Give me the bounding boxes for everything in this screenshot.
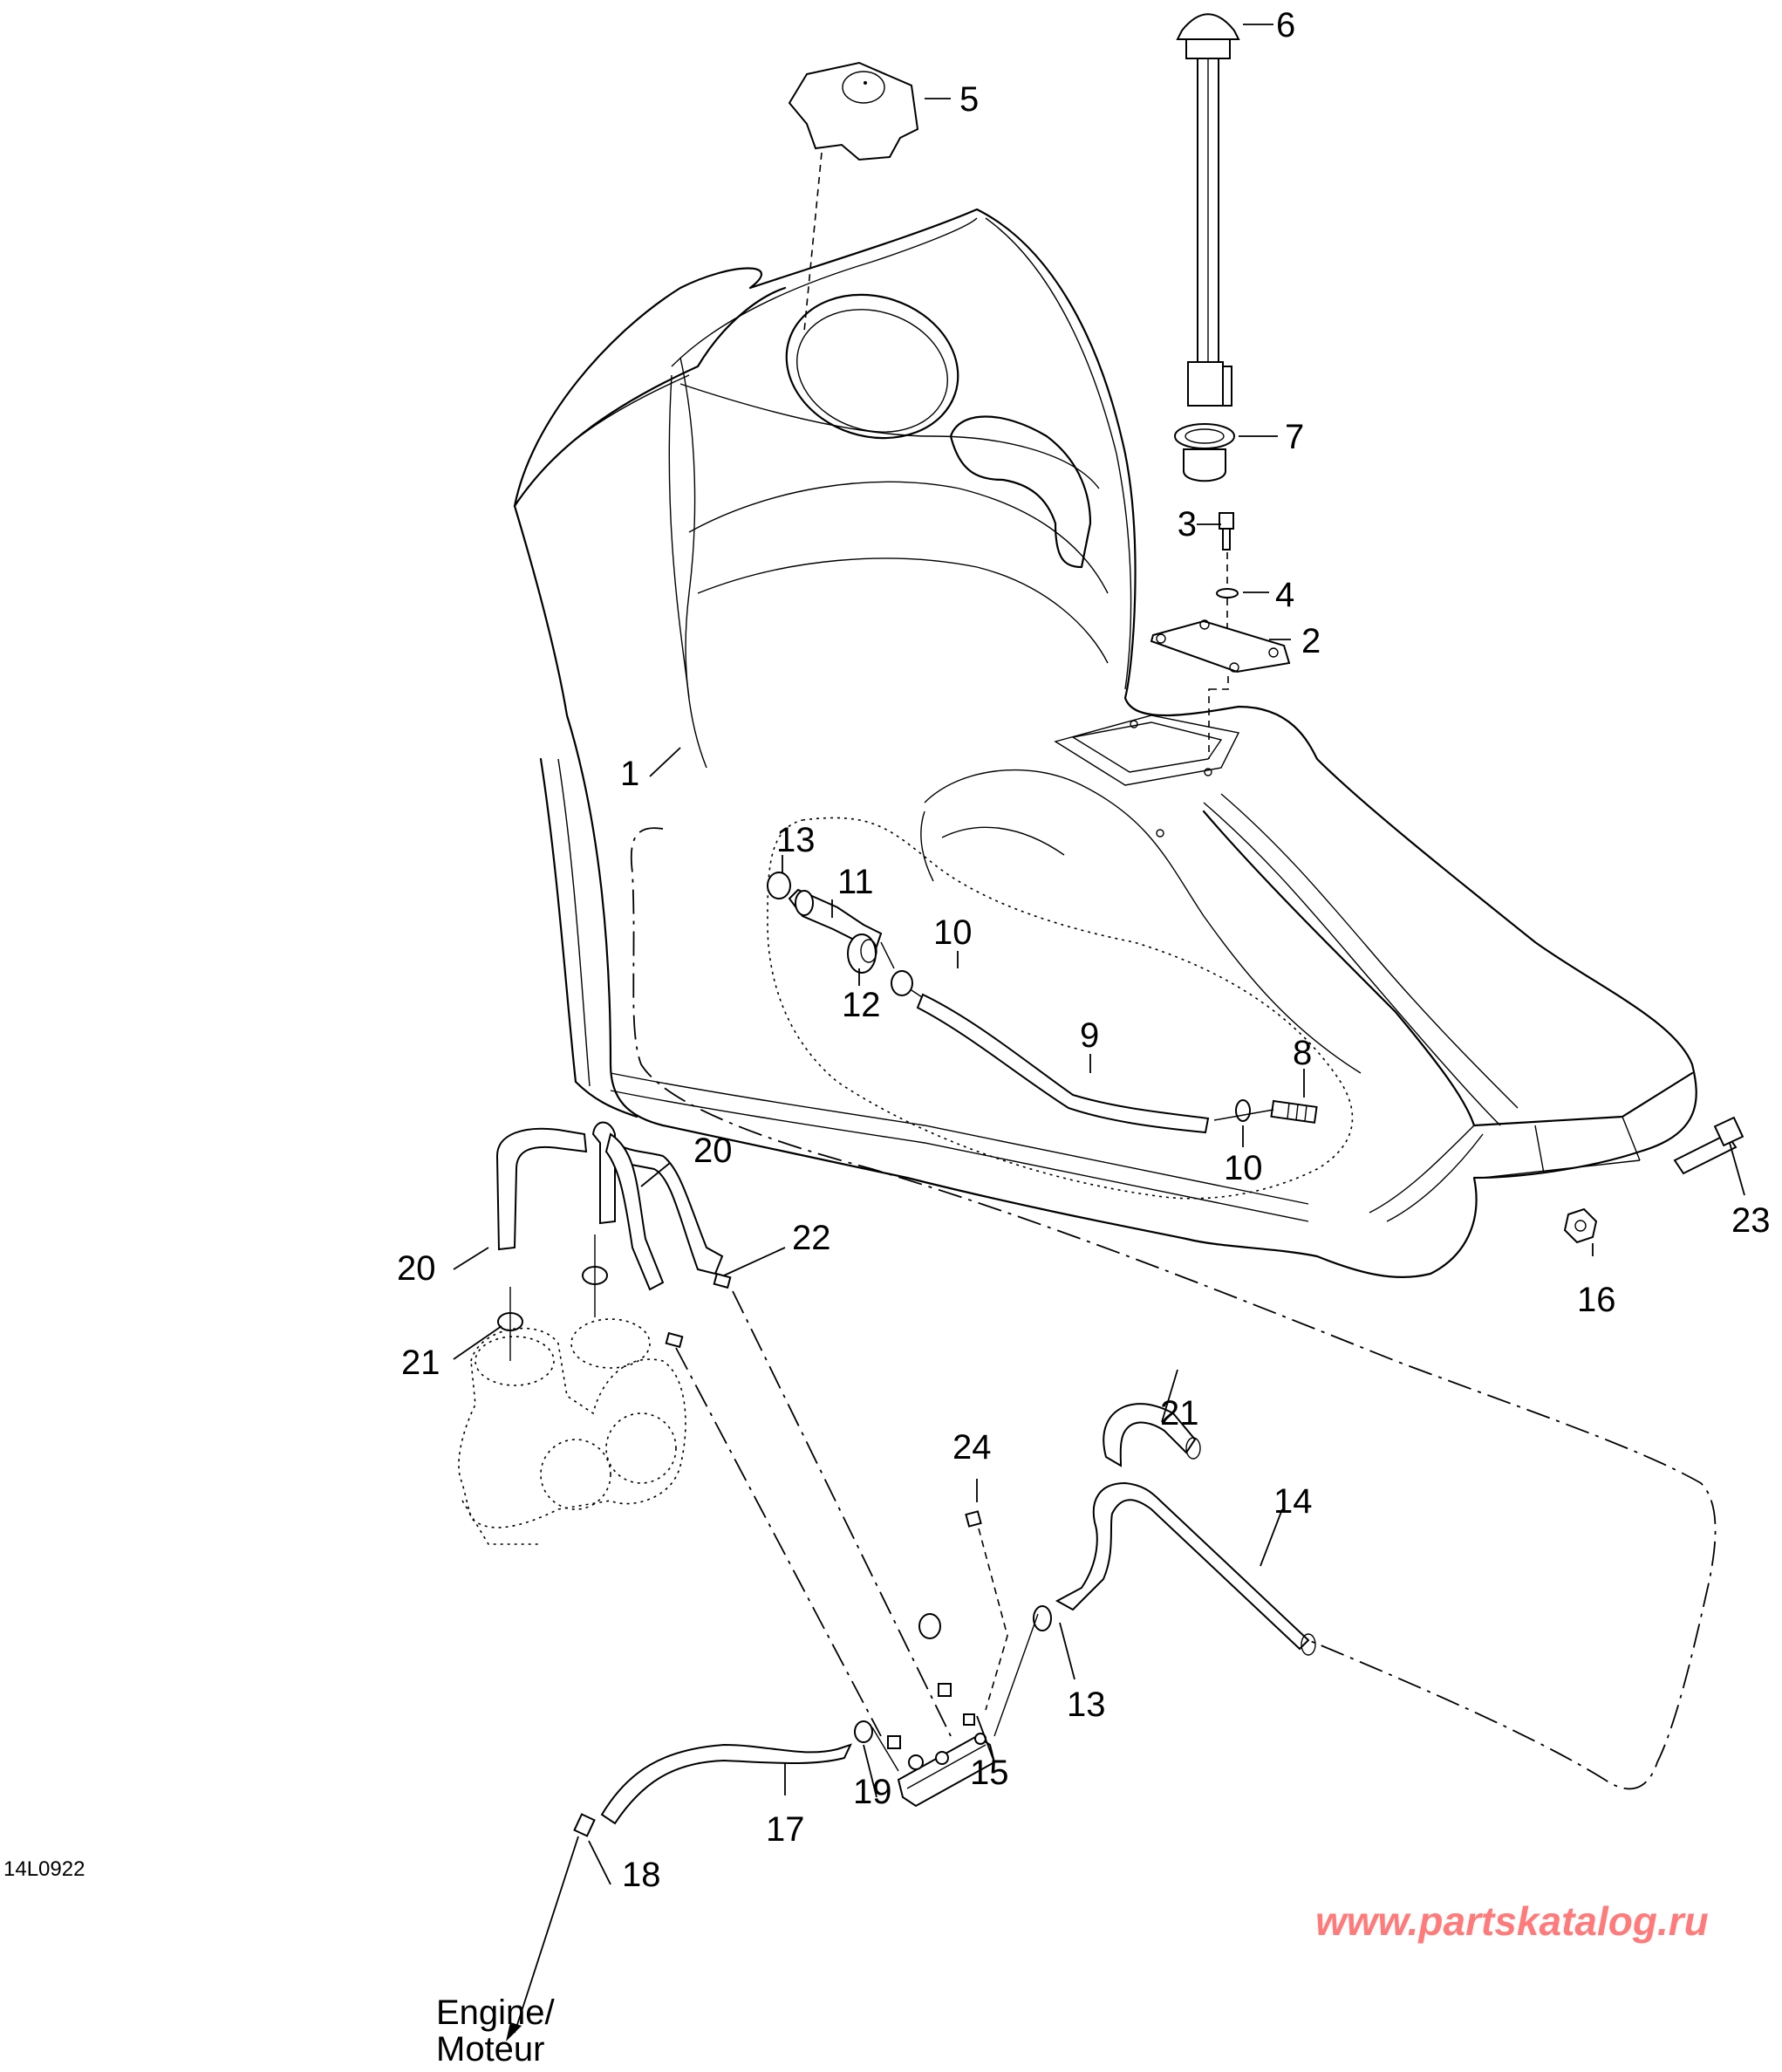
callout-8: 8: [1293, 1034, 1312, 1072]
callout-21-right: 21: [1160, 1394, 1199, 1433]
cover-washer: [1216, 588, 1239, 637]
callout-10-upper: 10: [933, 913, 973, 952]
sender-grommet: [1174, 423, 1235, 482]
fuel-supply-hose: [1055, 1481, 1316, 1656]
drain-plug: [1270, 1099, 1318, 1124]
cover-screw: [1219, 512, 1234, 593]
callouts: 1 2 3 4 5 6 7 8 9 10 10 11 12 13 13 14 1…: [397, 6, 1771, 1894]
fuel-cap: [788, 61, 919, 332]
callout-2: 2: [1301, 622, 1321, 660]
mounting-nut: [1563, 1207, 1598, 1244]
watermark: www.partskatalog.ru: [1315, 1898, 1709, 1944]
callout-10-lower: 10: [1224, 1149, 1263, 1187]
callout-6: 6: [1276, 6, 1295, 44]
callout-9: 9: [1080, 1016, 1099, 1055]
hose-clamp: [767, 872, 1251, 1122]
callout-22: 22: [792, 1219, 831, 1257]
fitting-grommet: [847, 933, 877, 974]
callout-20-lower: 20: [397, 1249, 436, 1288]
callout-leaders: [453, 24, 1745, 1885]
callout-7: 7: [1285, 418, 1304, 456]
callout-1: 1: [620, 755, 639, 793]
callout-11: 11: [837, 863, 874, 901]
hose-routing-path: [630, 827, 1717, 1790]
engine-label-line1: Engine/: [436, 1993, 556, 2032]
vent-hose: [916, 993, 1210, 1134]
callout-23: 23: [1731, 1201, 1771, 1240]
outlet-hose: [600, 1720, 899, 1825]
vent-hoses: [495, 1121, 724, 1291]
callout-17: 17: [766, 1810, 805, 1849]
callout-13-upper: 13: [776, 821, 816, 859]
outlet-hose-clamp: [573, 1813, 596, 1837]
callout-12: 12: [842, 986, 881, 1024]
access-cover-plate: [1150, 619, 1291, 759]
callout-16: 16: [1577, 1281, 1616, 1319]
pump-clamp: [965, 1510, 1008, 1711]
fuel-outlet-fitting: [788, 888, 883, 948]
callout-14: 14: [1273, 1482, 1313, 1521]
callout-4: 4: [1275, 576, 1294, 614]
callout-24: 24: [952, 1428, 992, 1467]
fuel-level-sender: [1176, 13, 1240, 407]
callout-18: 18: [622, 1856, 661, 1894]
callout-15: 15: [970, 1754, 1009, 1792]
engine-label-line2: Moteur: [436, 2030, 545, 2069]
small-hose-clamps: [497, 1266, 732, 1349]
inlet-hose-clamp: [918, 1605, 1052, 1639]
callout-20-upper: 20: [693, 1132, 733, 1170]
diagram-reference-code: 14L0922: [3, 1857, 85, 1881]
mounting-bolt: [1673, 1116, 1744, 1175]
callout-19: 19: [853, 1773, 892, 1811]
to-engine-arrow: [506, 1836, 579, 2041]
fuel-tank: [513, 208, 1697, 1279]
callout-5: 5: [959, 80, 979, 119]
return-hose: [1103, 1403, 1201, 1467]
callout-21-left: 21: [401, 1344, 440, 1382]
callout-13-lower: 13: [1067, 1686, 1106, 1724]
callout-3: 3: [1178, 505, 1197, 544]
carburetors: [458, 1318, 686, 1545]
